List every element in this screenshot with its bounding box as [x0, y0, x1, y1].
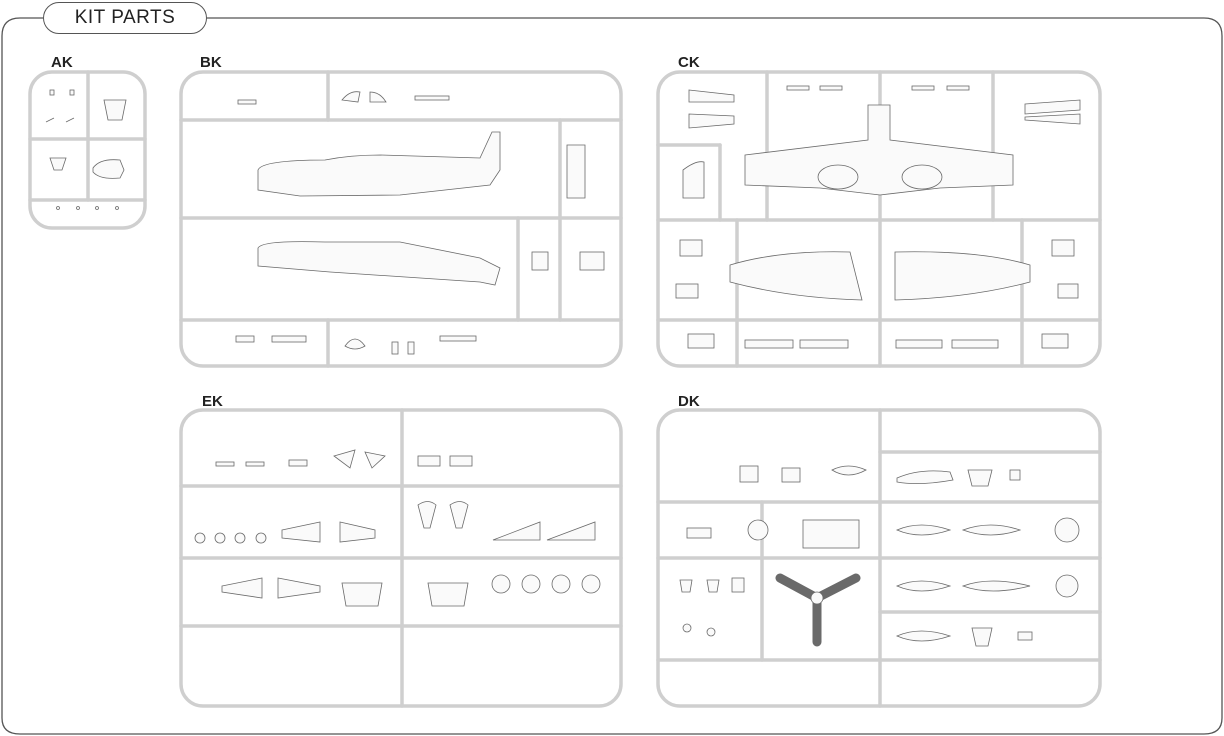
ek-parts [194, 449, 601, 607]
page-title: KIT PARTS [43, 2, 207, 34]
outer-frame [1, 17, 1223, 735]
sprue-ek [179, 408, 623, 708]
bk-fuselage-halves [235, 91, 605, 355]
sprue-label-dk: DK [678, 393, 700, 410]
sprue-label-ck: CK [678, 54, 700, 71]
ck-wing-parts [675, 85, 1081, 349]
sprue-dk [656, 408, 1102, 708]
sprue-label-bk: BK [200, 54, 222, 71]
dk-parts [679, 465, 1080, 647]
ak-parts [45, 89, 127, 210]
sprue-label-ek: EK [202, 393, 223, 410]
sprue-ck [656, 70, 1102, 368]
sprue-label-ak: AK [51, 54, 73, 71]
sprue-ak [28, 70, 147, 230]
sprue-bk [179, 70, 623, 368]
